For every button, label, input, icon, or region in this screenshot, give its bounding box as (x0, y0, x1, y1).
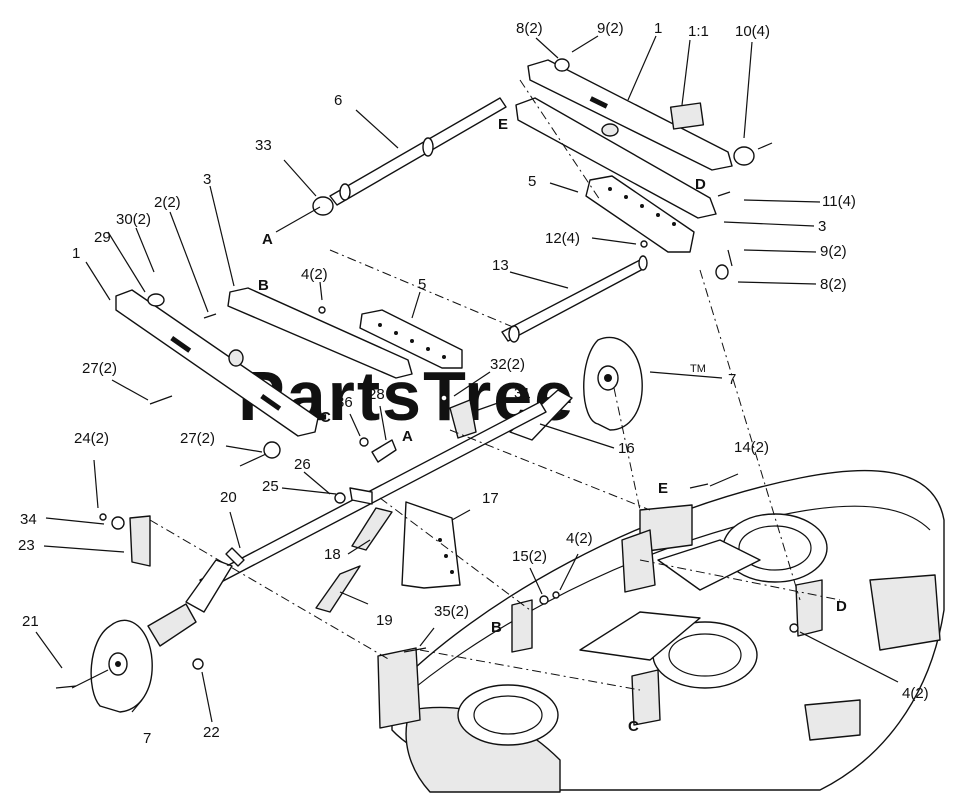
callout-13: 13 (492, 257, 509, 274)
callout-28: 28 (368, 386, 385, 403)
callout-1-left: 1 (72, 245, 80, 262)
ref-a-left: A (262, 231, 273, 248)
mower-deck (377, 469, 945, 793)
callout-7-lower: 7 (143, 730, 151, 747)
callout-26: 26 (294, 456, 311, 473)
callout-4: 4(2) (301, 266, 328, 283)
callout-29: 29 (94, 229, 111, 246)
callout-20: 20 (220, 489, 237, 506)
ref-c-deck: C (628, 718, 639, 735)
ref-d-top: D (695, 176, 706, 193)
callout-33: 33 (255, 137, 272, 154)
leader-lines (35, 35, 899, 723)
callout-27-upper: 27(2) (82, 360, 117, 377)
callout-24: 24(2) (74, 430, 109, 447)
ref-d-deck: D (836, 598, 847, 615)
callout-3-right: 3 (818, 218, 826, 235)
callout-4-center: 4(2) (566, 530, 593, 547)
ref-c-left: C (320, 409, 331, 426)
callout-8-lower: 8(2) (820, 276, 847, 293)
callout-12: 12(4) (545, 230, 580, 247)
callout-11: 11(4) (822, 193, 856, 210)
callout-9-lower: 9(2) (820, 243, 847, 260)
callout-5-right: 5 (528, 173, 536, 190)
watermark-trademark: TM (690, 363, 706, 375)
shaft-13 (501, 255, 648, 343)
callout-30: 30(2) (116, 211, 151, 228)
callout-3: 3 (203, 171, 211, 188)
callout-25: 25 (262, 478, 279, 495)
callout-2: 2(2) (154, 194, 181, 211)
callout-10: 10(4) (735, 23, 770, 40)
callout-16: 16 (618, 440, 635, 457)
callout-22: 22 (203, 724, 220, 741)
ref-b-left: B (258, 277, 269, 294)
assembly-lines (149, 79, 841, 691)
callout-4-right: 4(2) (902, 685, 929, 702)
callout-21: 21 (22, 613, 39, 630)
callout-5-left: 5 (418, 276, 426, 293)
ref-b-deck: B (491, 619, 502, 636)
callout-1-1: 1:1 (688, 23, 709, 40)
upper-wheel-assembly (199, 336, 643, 591)
lower-wheel-assembly (55, 547, 245, 713)
callout-17: 17 (482, 490, 499, 507)
reference-letters: A A B B C C D D E E (258, 116, 847, 735)
ref-e-deck: E (658, 480, 668, 497)
callouts: 8(2) 9(2) 1 1:1 10(4) 6 33 3 2(2) 30(2) … (18, 20, 929, 747)
callout-23: 23 (18, 537, 35, 554)
shaft-6 (275, 97, 507, 233)
callout-36: 36 (336, 394, 353, 411)
top-right-assembly (515, 58, 773, 280)
callout-7-upper: 7 (728, 371, 736, 388)
callout-35: 35(2) (434, 603, 469, 620)
callout-14: 14(2) (734, 439, 769, 456)
callout-1: 1 (654, 20, 662, 37)
callout-34: 34 (20, 511, 37, 528)
left-assembly (115, 287, 463, 437)
callout-27-lower: 27(2) (180, 430, 215, 447)
callout-9: 9(2) (597, 20, 624, 37)
ref-e-top: E (498, 116, 508, 133)
callout-15: 15(2) (512, 548, 547, 565)
callout-18: 18 (324, 546, 341, 563)
callout-6: 6 (334, 92, 342, 109)
callout-8: 8(2) (516, 20, 543, 37)
callout-31: 31 (514, 385, 531, 402)
small-hardware (99, 437, 799, 653)
callout-32: 32(2) (490, 356, 525, 373)
callout-19: 19 (376, 612, 393, 629)
ref-a-right: A (402, 428, 413, 445)
